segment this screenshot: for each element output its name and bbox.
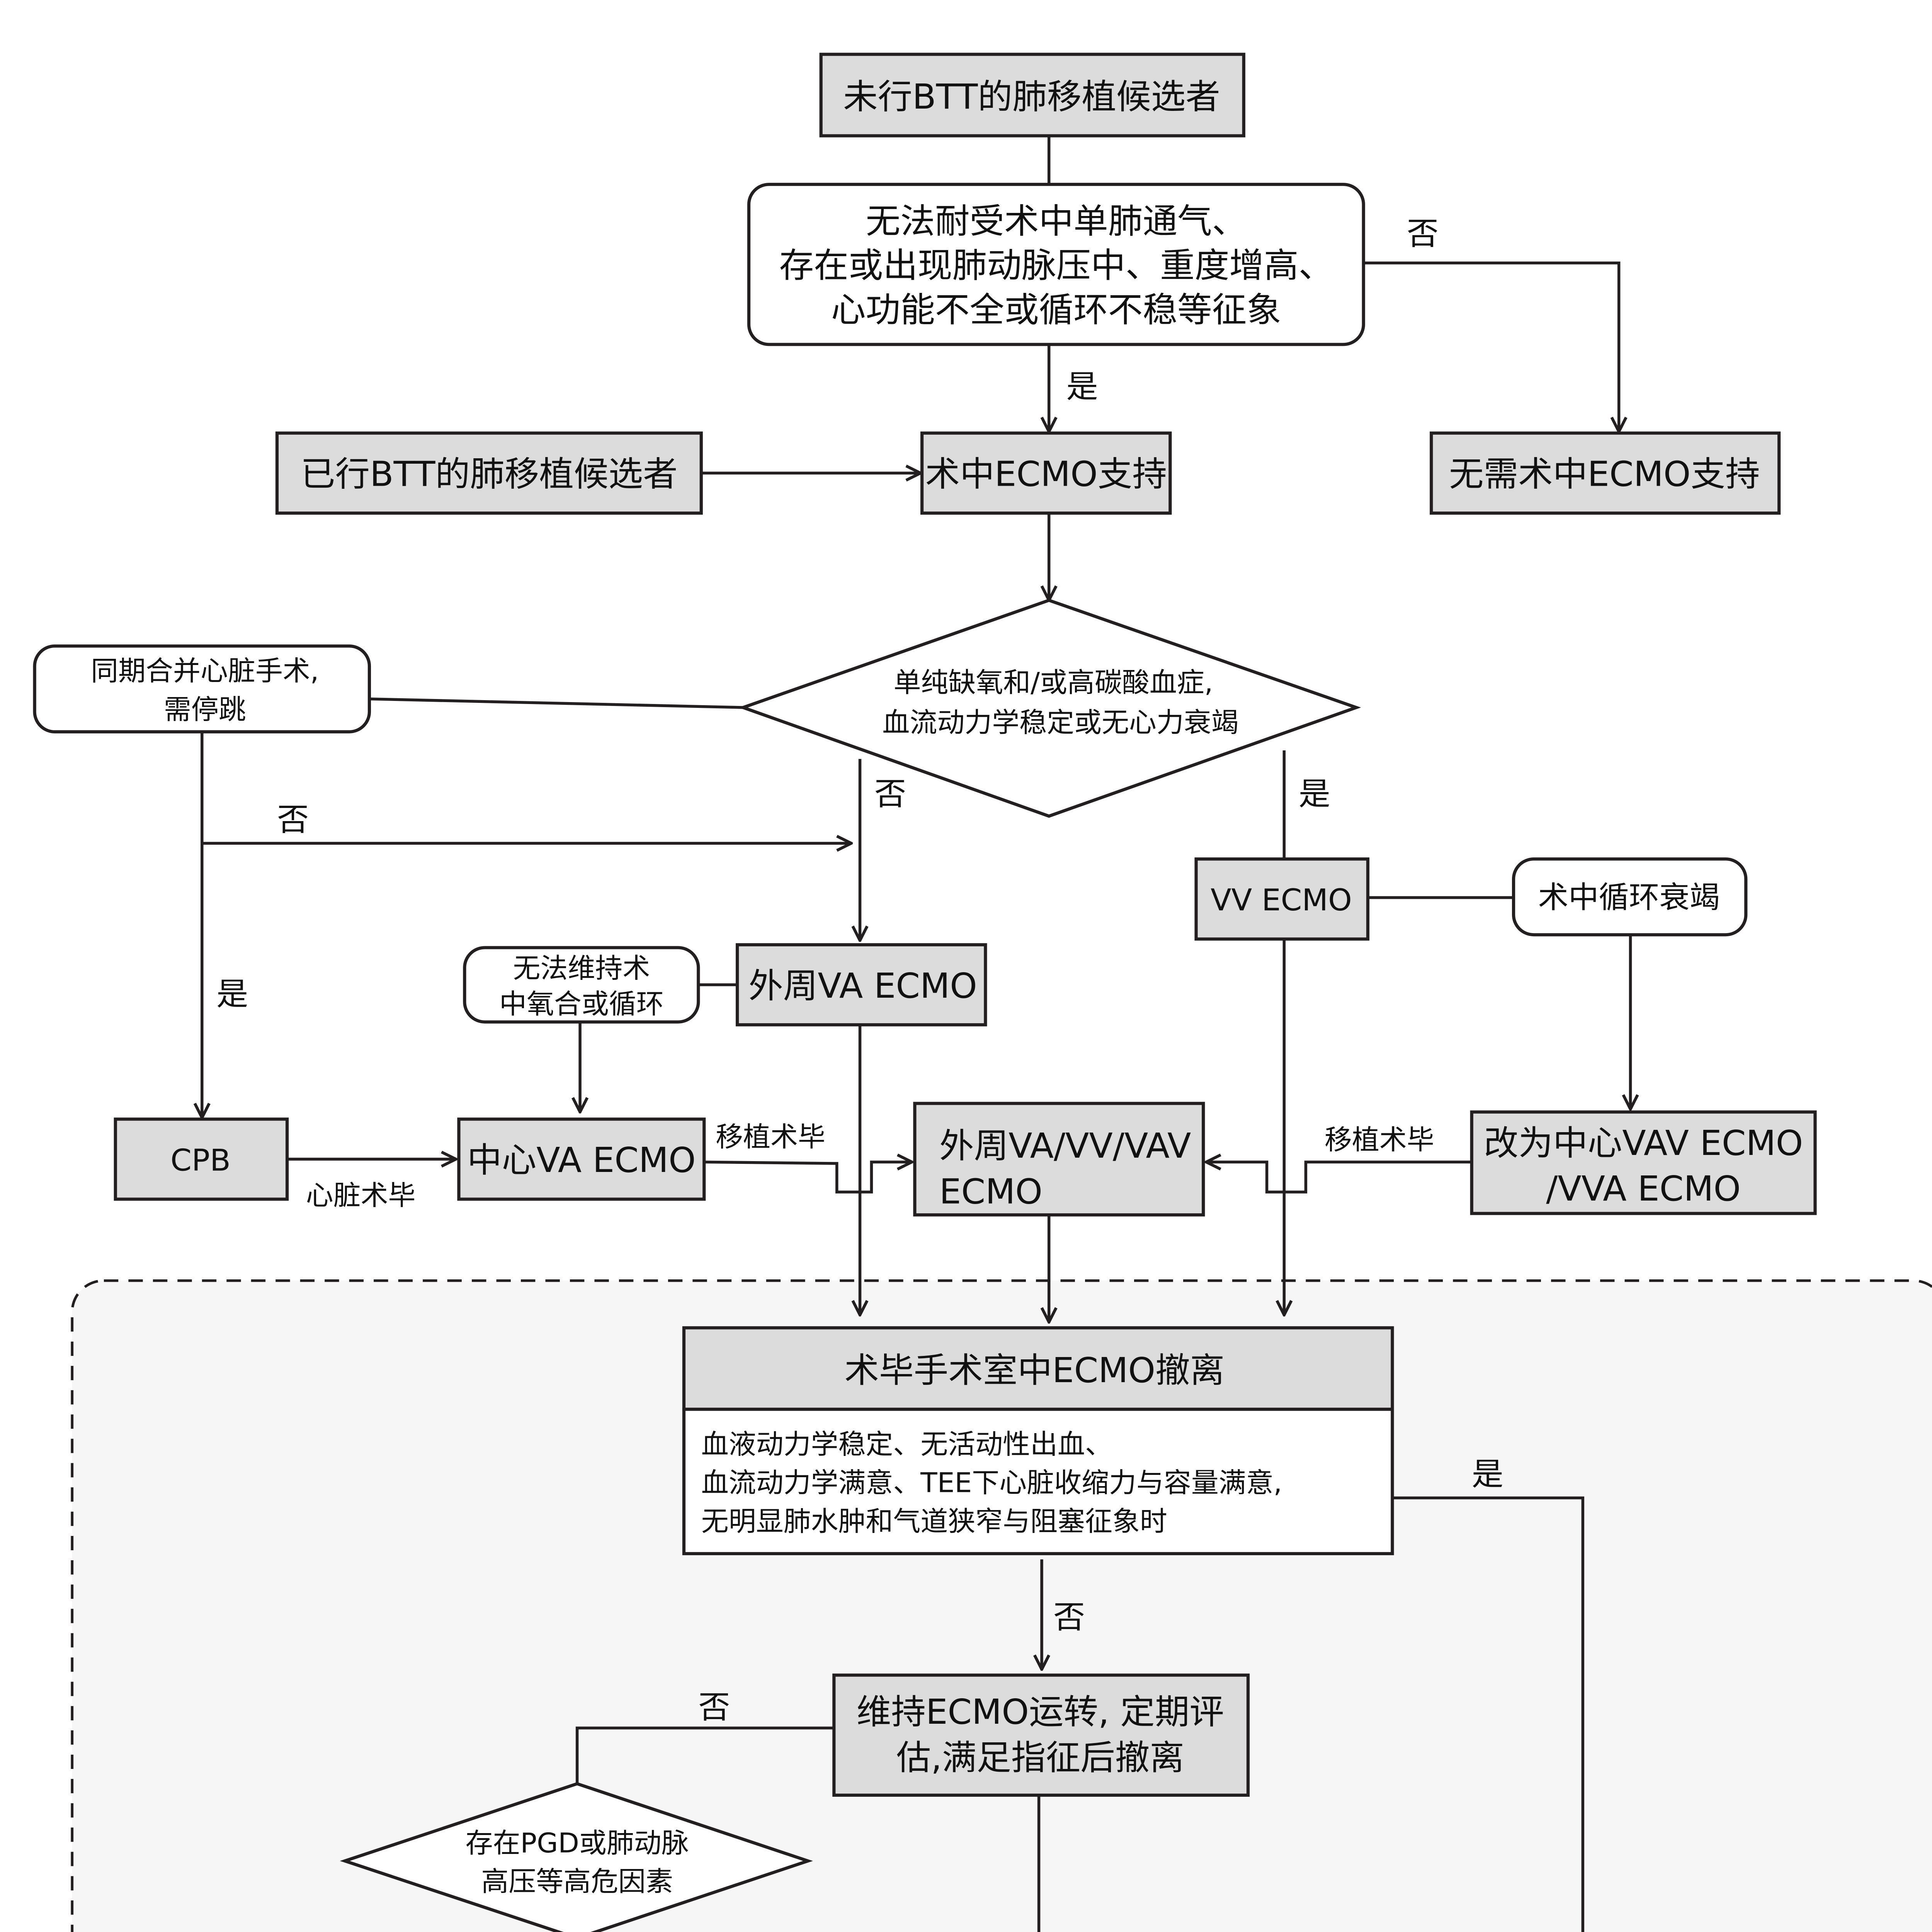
node-label: 中氧合或循环 bbox=[499, 988, 664, 1020]
node-label: 估,满足指征后撤离 bbox=[896, 1738, 1184, 1778]
edge-maintain-no bbox=[575, 1726, 834, 1784]
node-circulatory-failure: 术中循环衰竭 bbox=[1512, 857, 1748, 937]
node-label: 已行BTT的肺移植候选者 bbox=[301, 454, 678, 495]
node-or-weaning: 术毕手术室中ECMO撤离 bbox=[682, 1326, 1394, 1411]
node-risk-question: 存在PGD或肺动脉 高压等高危因素 bbox=[340, 1782, 813, 1932]
node-label: 术中循环衰竭 bbox=[1538, 880, 1720, 915]
node-cpb: CPB bbox=[114, 1117, 289, 1201]
node-label: VV ECMO bbox=[1211, 883, 1352, 918]
edge-criteria-yes bbox=[1394, 1496, 1585, 1932]
connectors bbox=[202, 137, 1631, 1932]
label-no: 否 bbox=[698, 1689, 730, 1726]
edge-labels: 否 是 否 是 否 是 移植术毕 移植术毕 心脏术毕 是 否 否 是 bbox=[216, 216, 1503, 1726]
node-label: ECMO bbox=[939, 1172, 1043, 1212]
node-label: 存在PGD或肺动脉 bbox=[466, 1827, 689, 1859]
node-intraop-ecmo: 术中ECMO支持 bbox=[920, 431, 1172, 515]
node-peripheral-va-ecmo: 外周VA ECMO bbox=[736, 943, 987, 1027]
node-peripheral-multi-ecmo: 外周VA/VV/VAV ECMO bbox=[913, 1102, 1205, 1217]
label-after-transplant: 移植术毕 bbox=[716, 1121, 825, 1153]
label-no: 否 bbox=[277, 801, 309, 838]
node-no-btt-candidate: 未行BTT的肺移植候选者 bbox=[819, 53, 1245, 138]
label-no: 否 bbox=[1407, 216, 1439, 252]
node-label: 同期合并心脏手术, bbox=[91, 655, 319, 687]
node-label: 心功能不全或循环不稳等征象 bbox=[831, 290, 1281, 330]
node-label: 维持ECMO运转, 定期评 bbox=[857, 1692, 1224, 1732]
node-cardiac-surgery: 同期合并心脏手术, 需停跳 bbox=[33, 644, 371, 733]
label-after-cardiac: 心脏术毕 bbox=[306, 1180, 416, 1212]
label-no: 否 bbox=[874, 776, 906, 813]
label-after-transplant: 移植术毕 bbox=[1325, 1124, 1434, 1156]
node-change-central-ecmo: 改为中心VAV ECMO /VVA ECMO bbox=[1470, 1110, 1817, 1215]
label-yes: 是 bbox=[1472, 1456, 1503, 1493]
node-label: /VVA ECMO bbox=[1546, 1169, 1741, 1209]
node-label: 术中ECMO支持 bbox=[925, 454, 1167, 495]
edge-central-to-multi bbox=[704, 1162, 912, 1194]
label-yes: 是 bbox=[216, 976, 248, 1013]
node-intolerance-question: 无法耐受术中单肺通气、 存在或出现肺动脉压中、重度增高、 心功能不全或循环不稳等… bbox=[747, 183, 1365, 346]
weaning-region bbox=[71, 1279, 1932, 1932]
node-label: 无需术中ECMO支持 bbox=[1449, 454, 1760, 495]
node-label: 无明显肺水肿和气道狭窄与阻塞征象时 bbox=[701, 1505, 1167, 1537]
label-no: 否 bbox=[1053, 1599, 1085, 1636]
node-label: 血流动力学满意、TEE下心脏收缩力与容量满意, bbox=[701, 1467, 1282, 1499]
node-label: 高压等高危因素 bbox=[481, 1866, 673, 1898]
node-no-intraop-ecmo: 无需术中ECMO支持 bbox=[1430, 431, 1781, 515]
edge-cardiac-to-q2 bbox=[369, 697, 743, 709]
edge-q1-no bbox=[1363, 261, 1619, 432]
node-maintain-ecmo: 维持ECMO运转, 定期评 估,满足指征后撤离 bbox=[832, 1673, 1250, 1797]
edge-change-to-multi bbox=[1206, 1162, 1472, 1194]
node-weaning-criteria: 血液动力学稳定、无活动性出血、 血流动力学满意、TEE下心脏收缩力与容量满意, … bbox=[682, 1408, 1394, 1555]
node-central-va-ecmo: 中心VA ECMO bbox=[457, 1117, 706, 1201]
node-label: 改为中心VAV ECMO bbox=[1484, 1123, 1803, 1163]
node-label: 无法维持术 bbox=[513, 952, 650, 984]
node-unable-maintain: 无法维持术 中氧合或循环 bbox=[463, 946, 700, 1024]
node-label: 术毕手术室中ECMO撤离 bbox=[844, 1350, 1225, 1391]
node-label: 外周VA ECMO bbox=[748, 966, 977, 1006]
node-vv-ecmo: VV ECMO bbox=[1194, 857, 1370, 941]
node-btt-candidate: 已行BTT的肺移植候选者 bbox=[275, 431, 703, 515]
node-label: 中心VA ECMO bbox=[467, 1141, 696, 1181]
node-label: 血流动力学稳定或无心力衰竭 bbox=[882, 706, 1238, 738]
node-label: 外周VA/VV/VAV bbox=[939, 1126, 1191, 1167]
node-label: 存在或出现肺动脉压中、重度增高、 bbox=[779, 246, 1333, 286]
node-label: 需停跳 bbox=[164, 694, 246, 726]
node-hypoxia-question: 单纯缺氧和/或高碳酸血症, 血流动力学稳定或无心力衰竭 bbox=[738, 599, 1361, 818]
node-label: 未行BTT的肺移植候选者 bbox=[843, 77, 1220, 117]
label-yes: 是 bbox=[1066, 369, 1098, 405]
label-yes: 是 bbox=[1299, 776, 1330, 813]
node-label: 单纯缺氧和/或高碳酸血症, bbox=[893, 667, 1213, 699]
node-label: 血液动力学稳定、无活动性出血、 bbox=[701, 1428, 1112, 1460]
node-label: 无法耐受术中单肺通气、 bbox=[866, 201, 1247, 242]
node-label: CPB bbox=[170, 1143, 231, 1178]
